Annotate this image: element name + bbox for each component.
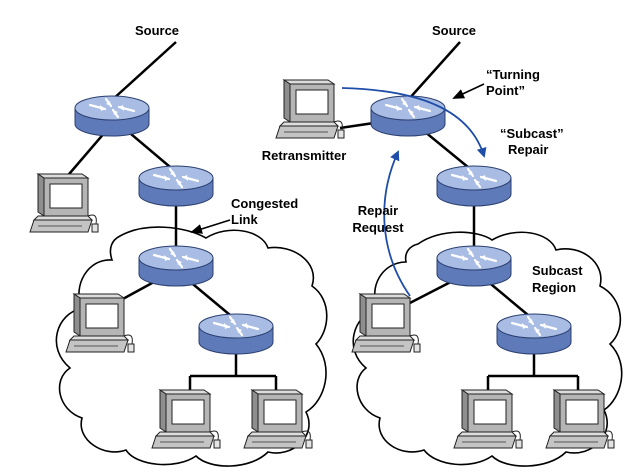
- turning-point-label-2: Point”: [486, 83, 525, 98]
- turning-point-arrow: [452, 83, 485, 99]
- congested-link-arrow: [190, 219, 231, 234]
- left-source-router: [73, 94, 151, 138]
- left-router-4: [197, 312, 275, 356]
- right-router-2: [435, 164, 513, 208]
- left-router-2: [137, 164, 215, 208]
- right-pc-bottom-2: [545, 389, 615, 449]
- right-router-4: [495, 312, 573, 356]
- right-pc-bottom-1: [453, 389, 523, 449]
- subcast-repair-label-2: Repair: [508, 142, 548, 157]
- right-source-label: Source: [432, 23, 476, 38]
- left-pc-mid: [65, 293, 135, 353]
- repair-request-label-1: Repair: [358, 203, 398, 218]
- right-network: Source “Turning Point” “Subcast” Repair …: [262, 23, 623, 467]
- left-network: Source Congested Link: [29, 23, 328, 467]
- retransmitter-pc: [275, 79, 345, 139]
- right-pc-mid: [351, 293, 421, 353]
- left-source-label: Source: [135, 23, 179, 38]
- left-pc-top: [29, 173, 99, 233]
- repair-request-arrow: [383, 150, 411, 297]
- right-source-router: [369, 94, 447, 138]
- left-router-3: [137, 244, 215, 288]
- congested-link-label-1: Congested: [231, 196, 298, 211]
- right-router-3: [435, 244, 513, 288]
- left-pc-bottom-2: [243, 389, 313, 449]
- congested-link-label-2: Link: [231, 212, 258, 227]
- repair-request-label-2: Request: [352, 220, 404, 235]
- left-pc-bottom-1: [151, 389, 221, 449]
- subcast-repair-arrow: [341, 87, 487, 158]
- subcast-region-label-1: Subcast: [532, 263, 583, 278]
- retransmitter-label: Retransmitter: [262, 148, 347, 163]
- turning-point-label-1: “Turning: [486, 67, 540, 82]
- subcast-repair-label-1: “Subcast”: [500, 126, 564, 141]
- subcast-region-label-2: Region: [532, 280, 576, 295]
